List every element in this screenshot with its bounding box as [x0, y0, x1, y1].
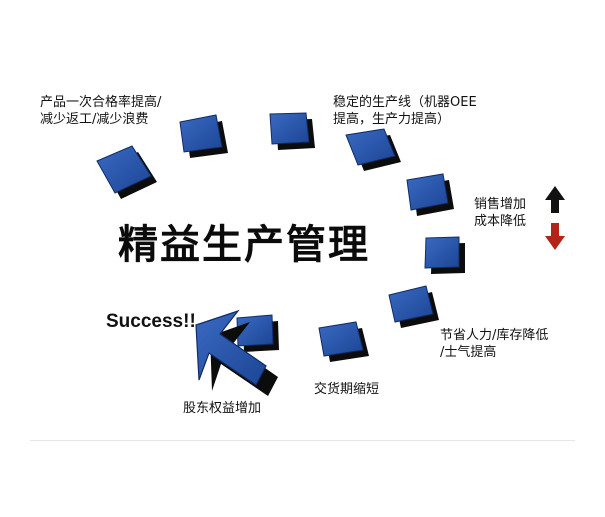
- step-tile-5: [406, 173, 454, 216]
- step-tile-3: [269, 112, 315, 150]
- label-top-left: 产品一次合格率提高/ 减少返工/减少浪费: [40, 95, 162, 127]
- step-tile-4: [345, 128, 401, 171]
- up-arrow-icon: [545, 186, 565, 213]
- big-cursor-arrow-icon: [195, 309, 278, 396]
- step-tile-8: [318, 321, 369, 362]
- down-arrow-icon: [545, 223, 565, 250]
- step-tile-1: [96, 145, 157, 199]
- step-tile-9: [236, 314, 279, 352]
- step-tile-6: [424, 236, 465, 274]
- step-tile-2: [179, 114, 228, 158]
- label-right-upper: 销售增加 成本降低: [474, 197, 527, 229]
- success-text: Success!!: [106, 311, 196, 332]
- label-right-lower: 节省人力/库存降低 /士气提高: [440, 328, 549, 360]
- step-tile-7: [388, 285, 439, 328]
- bottom-divider: [30, 440, 575, 441]
- label-bottom-left: 股东权益增加: [183, 401, 262, 416]
- label-bottom-mid: 交货期缩短: [314, 382, 380, 397]
- main-title: 精益生产管理: [118, 222, 370, 268]
- label-top-right: 稳定的生产线（机器OEE 提高，生产力提高）: [333, 95, 477, 127]
